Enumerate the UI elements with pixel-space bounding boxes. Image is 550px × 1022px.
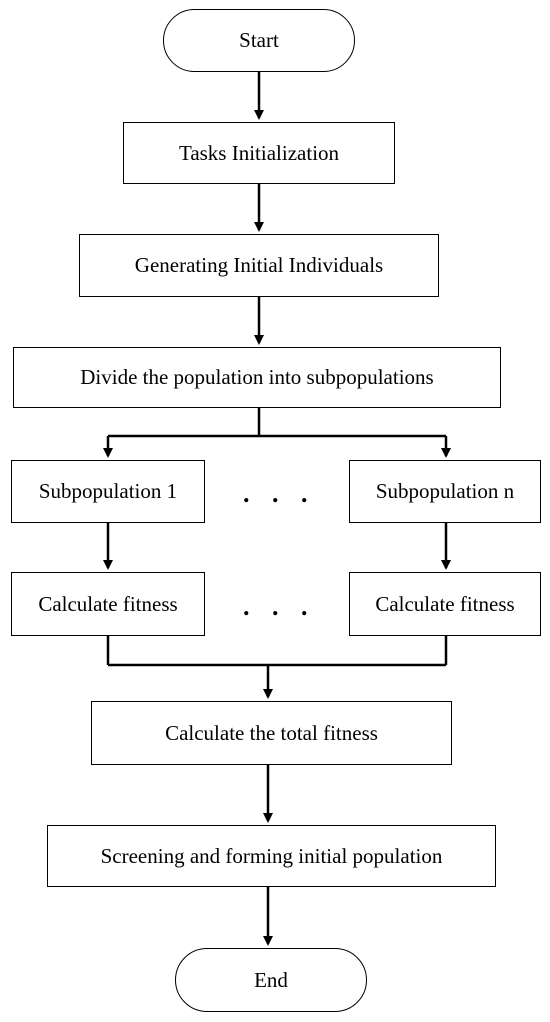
subpopulation-n-label: Subpopulation n — [375, 479, 515, 503]
subpopulation-1-label: Subpopulation 1 — [38, 479, 178, 503]
generating-individuals-box: Generating Initial Individuals — [79, 234, 439, 297]
total-fitness-label: Calculate the total fitness — [165, 720, 378, 745]
subpopulation-1-box: Subpopulation 1 — [11, 460, 205, 523]
end-label: End — [254, 967, 288, 992]
screening-label: Screening and forming initial population — [100, 843, 443, 868]
calculate-fitness-1-box: Calculate fitness — [11, 572, 205, 636]
calculate-fitness-1-label: Calculate fitness — [38, 591, 178, 616]
screening-box: Screening and forming initial population — [47, 825, 496, 887]
start-node: Start — [163, 9, 355, 72]
total-fitness-box: Calculate the total fitness — [91, 701, 452, 765]
subpopulation-n-box: Subpopulation n — [349, 460, 541, 523]
end-node: End — [175, 948, 367, 1012]
ellipsis-fitness: . . . — [243, 592, 316, 621]
start-label: Start — [239, 28, 279, 52]
calculate-fitness-n-label: Calculate fitness — [375, 591, 515, 616]
tasks-initialization-label: Tasks Initialization — [178, 140, 340, 165]
ellipsis-subpopulations: . . . — [243, 479, 316, 508]
calculate-fitness-n-box: Calculate fitness — [349, 572, 541, 636]
tasks-initialization-box: Tasks Initialization — [123, 122, 395, 184]
divide-population-box: Divide the population into subpopulation… — [13, 347, 501, 408]
divide-population-label: Divide the population into subpopulation… — [80, 365, 434, 389]
generating-individuals-label: Generating Initial Individuals — [134, 253, 384, 277]
